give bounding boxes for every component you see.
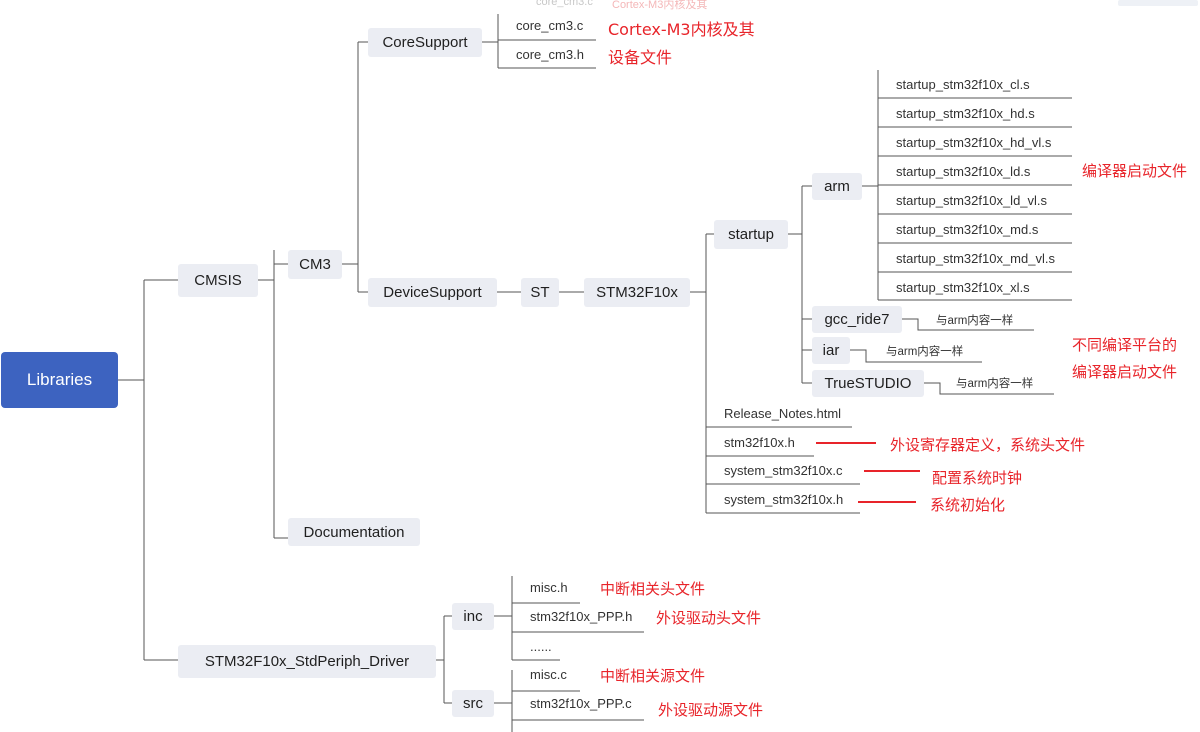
file-system-stm32f10x-h[interactable]: system_stm32f10x.h: [724, 492, 844, 507]
node-truestudio[interactable]: TrueSTUDIO: [812, 370, 924, 397]
annotation-peripheral-driver-header: 外设驱动头文件: [656, 609, 762, 627]
file-misc-c[interactable]: misc.c: [530, 667, 567, 682]
annotation-platform-line1: 不同编译平台的: [1072, 336, 1178, 354]
node-gcc-ride7[interactable]: gcc_ride7: [812, 306, 902, 333]
label-same-as-arm-iar: 与arm内容一样: [886, 346, 964, 358]
file-system-stm32f10x-c[interactable]: system_stm32f10x.c: [724, 463, 843, 478]
annotation-interrupt-header: 中断相关头文件: [600, 580, 706, 598]
annotation-cortex-m3: Cortex-M3内核及其: [608, 20, 755, 39]
node-inc[interactable]: inc: [452, 603, 494, 630]
node-src[interactable]: src: [452, 690, 494, 717]
annotation-device-files: 设备文件: [608, 48, 673, 67]
file-ellipsis: ......: [530, 639, 552, 654]
annotation-interrupt-source: 中断相关源文件: [600, 667, 706, 685]
label-same-as-arm-gcc: 与arm内容一样: [936, 315, 1014, 327]
node-coresupport[interactable]: CoreSupport: [368, 28, 482, 57]
file-stm32f10x-h[interactable]: stm32f10x.h: [724, 435, 795, 450]
node-documentation[interactable]: Documentation: [288, 518, 420, 546]
file-misc-h[interactable]: misc.h: [530, 580, 568, 595]
file-startup-md-vl[interactable]: startup_stm32f10x_md_vl.s: [896, 251, 1055, 266]
node-cm3[interactable]: CM3: [288, 250, 342, 279]
file-startup-hd[interactable]: startup_stm32f10x_hd.s: [896, 106, 1035, 121]
file-startup-cl[interactable]: startup_stm32f10x_cl.s: [896, 77, 1030, 92]
file-core-cm3-h[interactable]: core_cm3.h: [516, 47, 584, 62]
annotation-system-clock: 配置系统时钟: [932, 469, 1023, 487]
file-release-notes[interactable]: Release_Notes.html: [724, 406, 842, 421]
root-node-libraries[interactable]: Libraries: [1, 352, 118, 408]
node-cmsis[interactable]: CMSIS: [178, 264, 258, 297]
node-stdperiph-driver[interactable]: STM32F10x_StdPeriph_Driver: [178, 645, 436, 678]
faint-file-label: core_cm3.c: [536, 0, 593, 8]
annotation-peripheral-driver-source: 外设驱动源文件: [658, 701, 764, 719]
file-startup-hd-vl[interactable]: startup_stm32f10x_hd_vl.s: [896, 135, 1052, 150]
node-st[interactable]: ST: [521, 278, 559, 307]
file-startup-xl[interactable]: startup_stm32f10x_xl.s: [896, 280, 1030, 295]
node-stm32f10x[interactable]: STM32F10x: [584, 278, 690, 307]
faint-note-label: Cortex-M3内核及其: [612, 0, 708, 11]
node-iar[interactable]: iar: [812, 337, 850, 364]
file-stm32f10x-ppp-h[interactable]: stm32f10x_PPP.h: [530, 609, 633, 624]
node-devicesupport[interactable]: DeviceSupport: [368, 278, 497, 307]
file-startup-md[interactable]: startup_stm32f10x_md.s: [896, 222, 1039, 237]
label-same-as-arm-truestudio: 与arm内容一样: [956, 378, 1034, 390]
file-core-cm3-c[interactable]: core_cm3.c: [516, 18, 584, 33]
file-stm32f10x-ppp-c[interactable]: stm32f10x_PPP.c: [530, 696, 632, 711]
file-startup-ld[interactable]: startup_stm32f10x_ld.s: [896, 164, 1031, 179]
node-arm[interactable]: arm: [812, 173, 862, 200]
annotation-compiler-startup: 编译器启动文件: [1082, 162, 1188, 180]
node-startup[interactable]: startup: [714, 220, 788, 249]
annotation-platform-line2: 编译器启动文件: [1072, 363, 1178, 381]
annotation-system-init: 系统初始化: [930, 496, 1006, 514]
file-startup-ld-vl[interactable]: startup_stm32f10x_ld_vl.s: [896, 193, 1048, 208]
corner-logo: [1118, 0, 1198, 6]
annotation-peripheral-registers: 外设寄存器定义，系统头文件: [890, 436, 1086, 454]
